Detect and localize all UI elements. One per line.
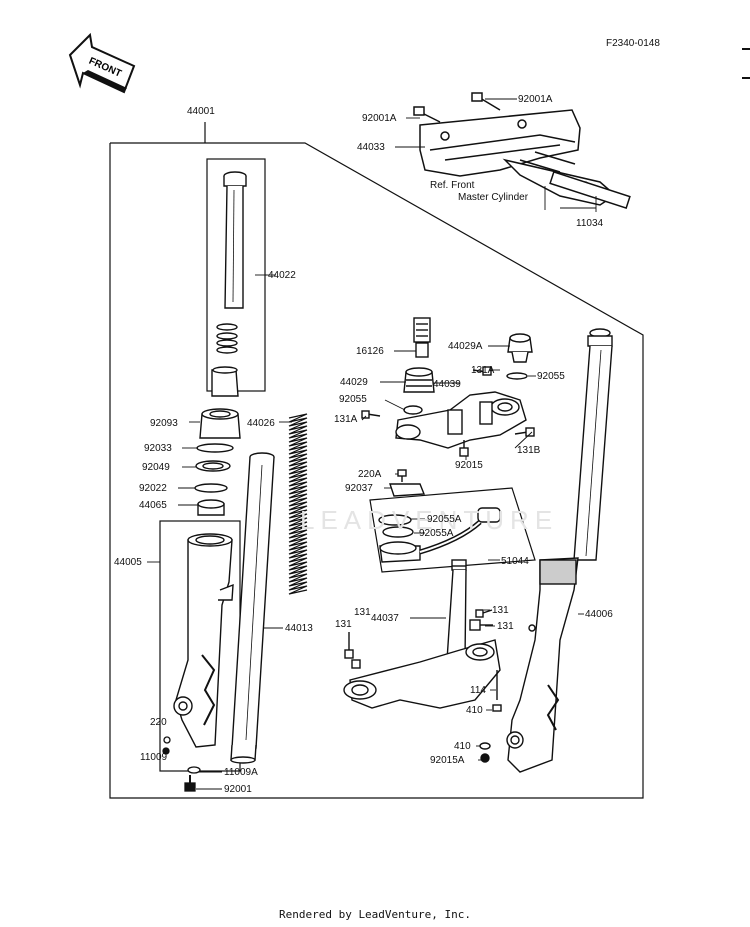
callout-44033: 44033 [357,142,385,153]
edge-mark-top [742,48,750,50]
callout-92055-left: 92055 [339,394,367,405]
callout-92001a-left: 92001A [362,113,397,124]
front-arrow-icon: FRONT [68,32,136,94]
fork-outer-tube-right-icon [506,328,613,773]
callout-92049: 92049 [142,462,170,473]
note-line2: Master Cylinder [458,192,529,203]
footer-credit: Rendered by LeadVenture, Inc. [278,908,472,921]
callout-220: 220 [150,717,167,728]
callout-44065: 44065 [139,500,167,511]
callout-92015a: 92015A [430,755,465,766]
note-line1: Ref. Front [430,180,475,191]
callout-51044: 51044 [501,556,529,567]
fork-damper-tube-icon [230,452,275,764]
lower-left-hardware-icon [162,736,201,792]
callout-44029a: 44029A [448,341,483,352]
callout-92093: 92093 [150,418,178,429]
callout-92001a-top: 92001A [518,94,553,105]
brake-hose-clamp-icon [378,469,501,563]
handlebar-holder-icon [413,92,631,210]
steering-stem-icon [343,559,502,763]
upper-bracket-icon [361,317,535,457]
callout-131a-top: 131A [471,365,495,376]
callout-11034: 11034 [576,218,604,229]
callout-92055-right: 92055 [537,371,565,382]
callout-92055a-1: 92055A [427,514,462,525]
callout-11009a: 11009A [224,767,258,778]
clamp-group-box [369,487,536,573]
fork-outer-tube-left-icon [173,533,234,748]
callout-44039: 44039 [433,379,461,390]
callout-114: 114 [470,685,486,696]
callout-131-4: 131 [497,621,514,632]
callout-131b: 131B [517,445,541,456]
fork-spring-icon [288,413,308,595]
callout-44006: 44006 [585,609,613,620]
callout-92033: 92033 [144,443,172,454]
callout-131a-left: 131A [334,414,358,425]
callout-131-1: 131 [354,607,371,618]
callout-92037: 92037 [345,483,373,494]
callout-92015: 92015 [455,460,483,471]
figure-code: F2340-0148 [606,38,660,49]
callout-44013: 44013 [285,623,313,634]
callout-92022: 92022 [139,483,167,494]
callout-131-2: 131 [335,619,352,630]
callout-44026: 44026 [247,418,275,429]
callout-44005: 44005 [114,557,142,568]
callout-92001: 92001 [224,784,252,795]
callout-44029: 44029 [340,377,368,388]
callout-11009: 11009 [140,752,168,763]
callout-410-1: 410 [466,705,483,716]
leader-lines [147,98,597,790]
watermark: LEADVENTURE [300,505,559,535]
callout-410-2: 410 [454,741,471,752]
callout-16126: 16126 [356,346,384,357]
fork-inner-tube-icon [211,171,247,397]
callout-131-3: 131 [492,605,509,616]
callout-44037: 44037 [371,613,399,624]
edge-mark-bottom [742,77,750,79]
callout-44022: 44022 [268,270,296,281]
fork-seal-stack-icon [194,408,241,516]
callout-92055a-2: 92055A [419,528,454,539]
callout-220a: 220A [358,469,382,480]
callout-44001: 44001 [187,106,215,117]
